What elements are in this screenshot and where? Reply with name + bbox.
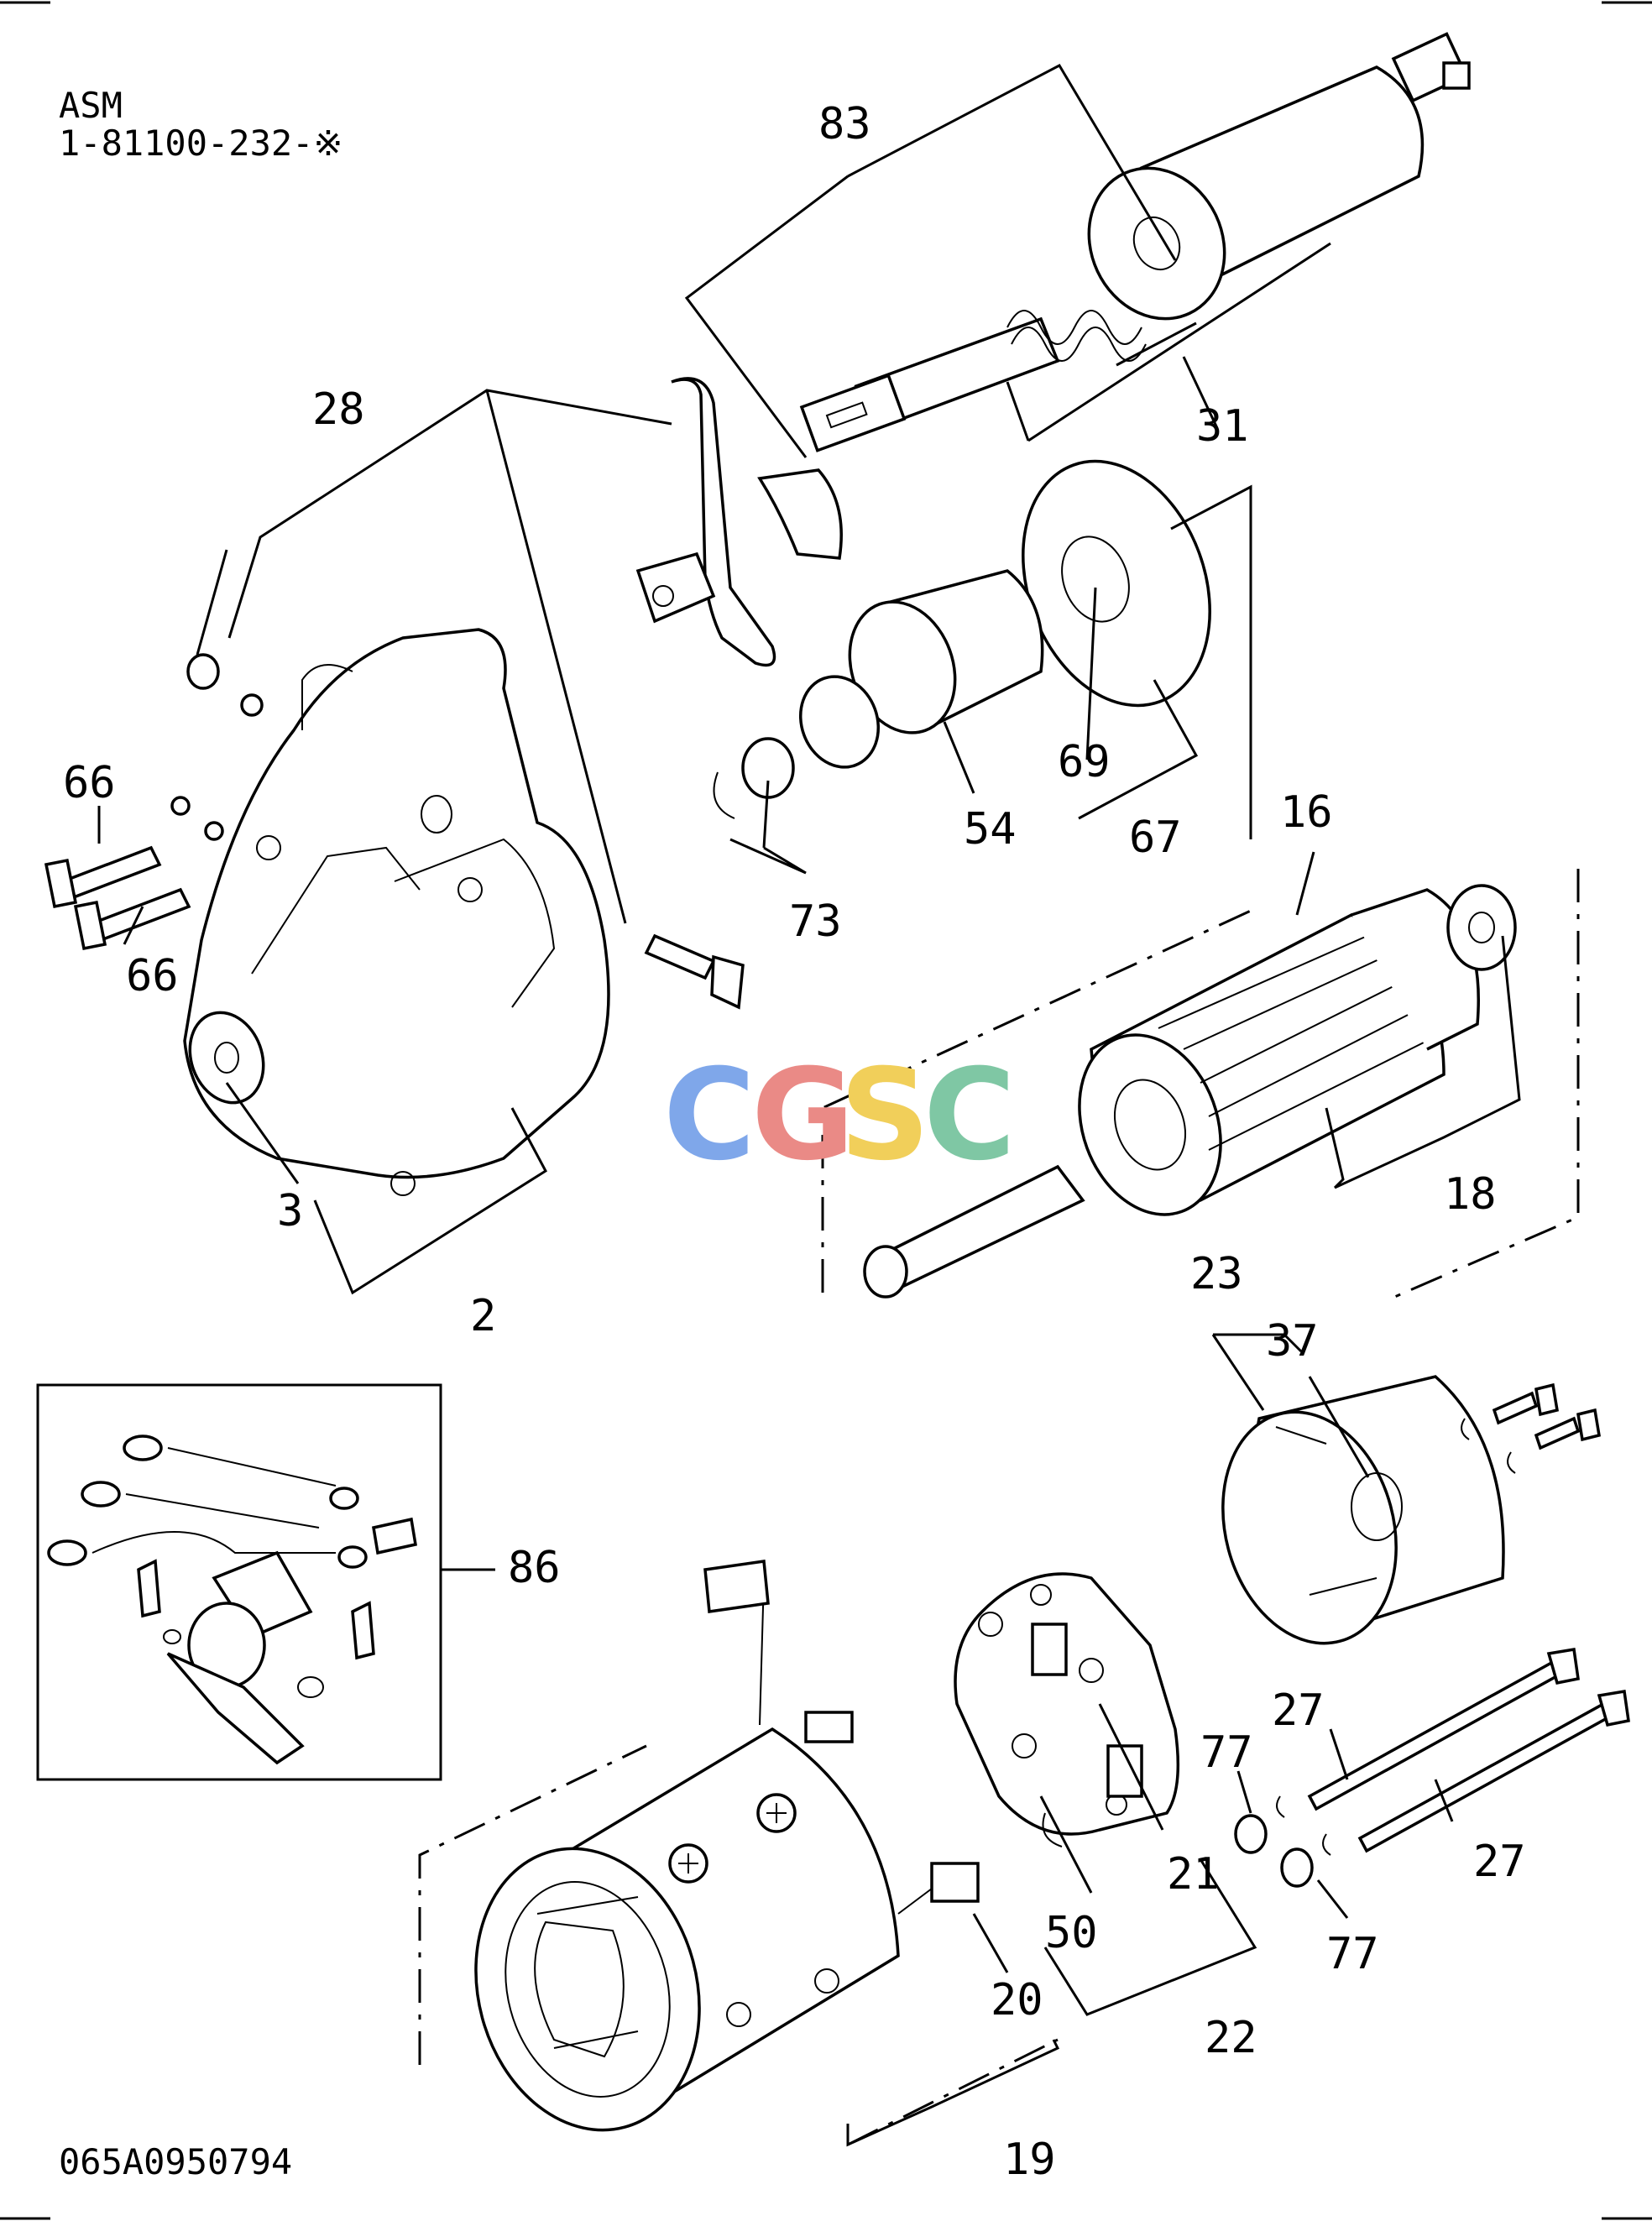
watermark-letter-s: S [839,1043,930,1189]
leader-3 [225,1082,300,1184]
brush-holder [954,1572,1180,1847]
callout-50: 50 [1045,1908,1098,1958]
leader-27b [1434,1779,1454,1822]
callout-66-upper: 66 [63,758,116,808]
leader-28 [196,389,672,924]
watermark-logo: C G S C [663,1043,1016,1189]
callout-3: 3 [277,1186,303,1236]
leader-69 [1085,587,1097,760]
inset-frame [36,1383,442,1781]
bracket-67-outer [1170,484,1252,839]
callout-28: 28 [312,384,365,435]
callout-37: 37 [1266,1316,1319,1367]
leader-27a [1329,1728,1349,1780]
rear-cover [1221,1375,1505,1645]
callout-18: 18 [1444,1169,1497,1220]
front-housing [183,628,610,1196]
callout-66-lower: 66 [126,951,179,1001]
callout-54: 54 [964,804,1017,854]
watermark-letter-c1: C [663,1043,755,1189]
callout-73: 73 [789,896,842,947]
leader-66b [123,906,144,945]
leader-37 [1308,1376,1370,1478]
callout-23: 23 [1190,1249,1243,1299]
callout-69: 69 [1058,737,1111,787]
leader-54 [943,721,975,794]
callout-20: 20 [991,1975,1043,2025]
armature [863,884,1517,1299]
callout-21: 21 [1167,1849,1220,1900]
shift-lever [635,377,843,667]
yoke-field-coil [474,1560,980,2132]
callout-67: 67 [1129,813,1182,863]
callout-31: 31 [1196,401,1249,452]
leader-83 [684,64,1177,458]
callout-77-upper: 77 [1200,1727,1253,1778]
callout-22: 22 [1205,2013,1257,2063]
cover-screws [1461,1382,1601,1474]
leader-31 [1006,242,1331,442]
through-bolts [1234,1647,1630,1888]
leader-77b [1316,1879,1349,1919]
leader-20 [972,1913,1009,1973]
watermark-letter-c2: C [923,1043,1016,1189]
watermark-letter-g: G [751,1043,855,1189]
callout-19: 19 [1003,2135,1056,2185]
leader-73 [729,780,807,875]
solenoid-switch [799,32,1471,452]
drawing-code: 065A0950794 [59,2141,292,2182]
pinion-clutch [713,459,1211,819]
leader-67 [1078,679,1199,820]
leader-77a [1236,1770,1252,1814]
callout-2: 2 [470,1291,496,1341]
yoke-frame-line [418,1744,1059,2146]
leader-2 [313,1107,547,1295]
callout-27-upper: 27 [1272,1685,1325,1736]
leader-18 [1325,935,1521,1189]
relay-harness [47,1435,417,1765]
leader-22 [1043,1858,1257,2016]
callout-77-lower: 77 [1326,1929,1379,1979]
housing-bolts [44,653,745,1010]
asm-label: ASM [59,85,123,126]
leader-21 [1098,1703,1164,1831]
leader-50 [1039,1795,1093,1894]
armature-frame-line [821,869,1580,1303]
leader-16 [1295,851,1315,916]
asm-part-number: 1-81100-232-※ [59,123,343,164]
leader-23 [1211,1333,1303,1411]
callout-83: 83 [818,99,871,149]
callout-86: 86 [508,1543,561,1593]
callout-27-lower: 27 [1473,1837,1526,1887]
callout-16: 16 [1280,787,1333,838]
